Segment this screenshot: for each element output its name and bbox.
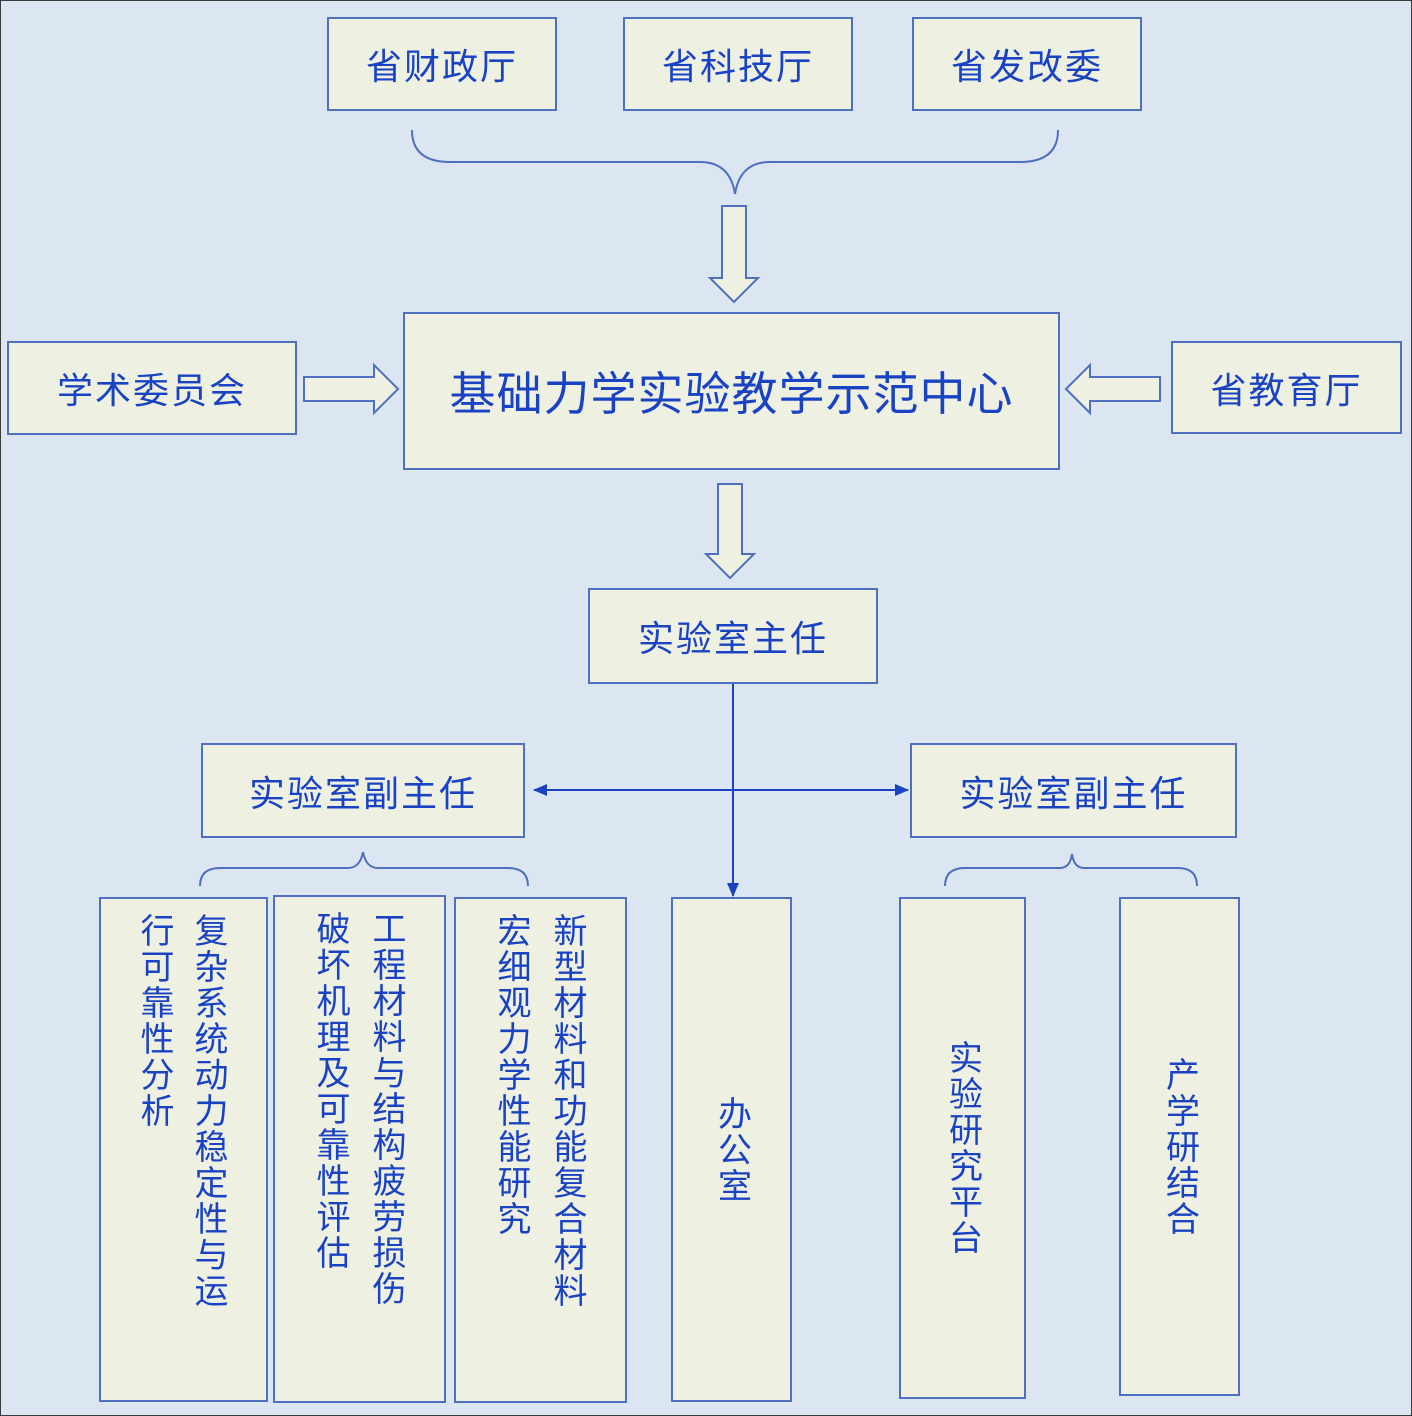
- office-label: 办公室: [711, 1095, 752, 1204]
- education-dept-label: 省教育厅: [1210, 370, 1363, 412]
- box-education-dept: 省教育厅: [1171, 341, 1402, 434]
- right-brace: [944, 853, 1198, 887]
- arrow-education-to-center: [1064, 362, 1161, 416]
- box-development-commission: 省发改委: [912, 17, 1142, 111]
- arrow-center-to-director: [703, 483, 757, 580]
- box-research-platform: 实验研究平台: [899, 897, 1026, 1399]
- deputy-left-label: 实验室副主任: [248, 773, 477, 815]
- academic-committee-label: 学术委员会: [56, 371, 247, 412]
- box-materials-research: 新型材料和功能复合材料 宏细观力学性能研究: [454, 897, 627, 1403]
- box-finance-dept: 省财政厅: [327, 17, 557, 111]
- top-brace: [411, 129, 1059, 195]
- lab-director-label: 实验室主任: [637, 619, 828, 660]
- science-dept-label: 省科技厅: [661, 47, 814, 88]
- box-center-title: 基础力学实验教学示范中心: [403, 312, 1060, 470]
- box-deputy-right: 实验室副主任: [910, 743, 1237, 838]
- research-platform-label: 实验研究平台: [942, 1040, 983, 1256]
- left-brace: [199, 851, 529, 887]
- box-science-dept: 省科技厅: [623, 17, 853, 111]
- materials-research-col2: 宏细观力学性能研究: [491, 913, 531, 1237]
- box-academic-committee: 学术委员会: [7, 341, 297, 435]
- box-dynamics-research: 复杂系统动力稳定性与运 行可靠性分析: [99, 897, 268, 1402]
- fatigue-research-col1: 工程材料与结构疲劳损伤: [366, 911, 406, 1307]
- deputy-right-label: 实验室副主任: [959, 773, 1188, 815]
- dynamics-research-col1: 复杂系统动力稳定性与运: [188, 913, 228, 1309]
- finance-dept-label: 省财政厅: [365, 47, 518, 88]
- arrow-committee-to-center: [303, 362, 400, 416]
- development-commission-label: 省发改委: [950, 47, 1103, 88]
- box-industry-collaboration: 产学研结合: [1119, 897, 1240, 1396]
- box-deputy-left: 实验室副主任: [201, 743, 525, 838]
- box-lab-director: 实验室主任: [588, 588, 878, 684]
- industry-collaboration-label: 产学研结合: [1159, 1056, 1200, 1237]
- materials-research-col1: 新型材料和功能复合材料: [547, 913, 587, 1309]
- dynamics-research-col2: 行可靠性分析: [134, 913, 174, 1129]
- box-office: 办公室: [671, 897, 792, 1402]
- arrow-top-to-center: [707, 205, 761, 304]
- box-fatigue-research: 工程材料与结构疲劳损伤 破坏机理及可靠性评估: [273, 895, 446, 1403]
- center-title-label: 基础力学实验教学示范中心: [449, 367, 1014, 421]
- fatigue-research-col2: 破坏机理及可靠性评估: [310, 911, 350, 1271]
